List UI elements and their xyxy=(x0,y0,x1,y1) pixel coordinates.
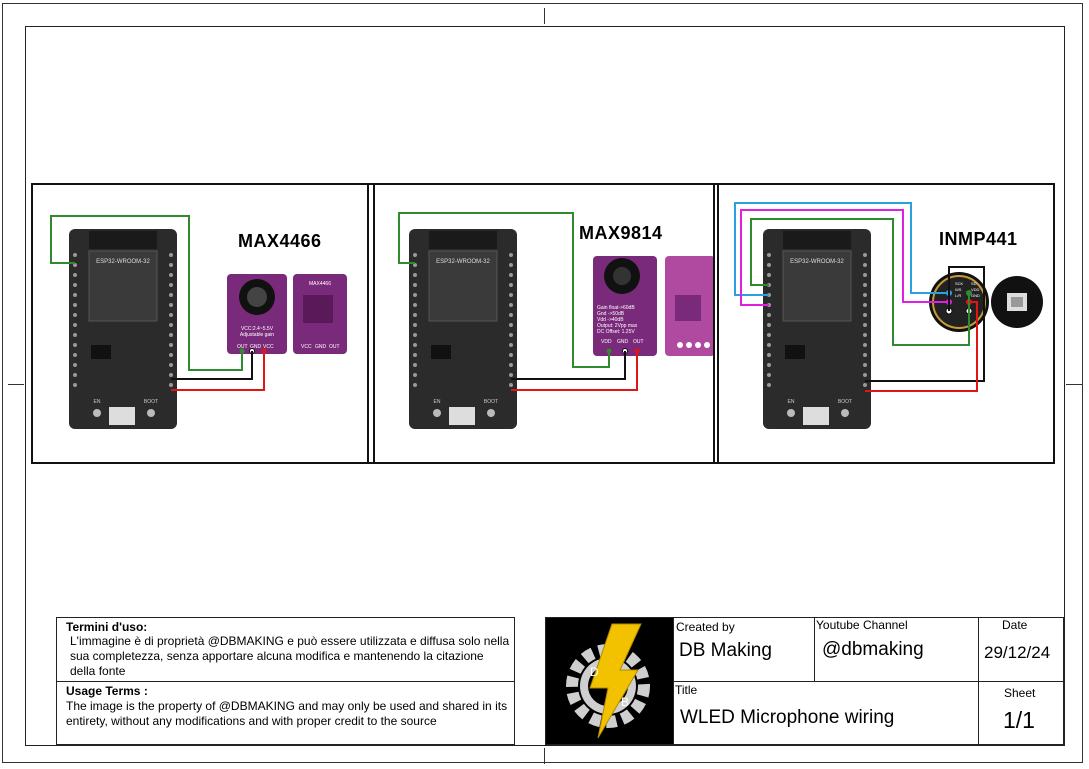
logo-letter-d: D xyxy=(590,665,599,679)
terms-separator xyxy=(56,681,515,682)
svg-text:L/R: L/R xyxy=(955,293,961,298)
svg-text:VDD: VDD xyxy=(601,339,612,345)
title-label: Title xyxy=(675,683,698,697)
svg-text:Adjustable gain: Adjustable gain xyxy=(240,332,274,338)
panel-max9814: MAX9814 ESP32-WROOM-32 EN BOOT xyxy=(375,185,713,462)
svg-text:BOOT: BOOT xyxy=(484,399,498,405)
center-tick-right xyxy=(1066,384,1082,385)
channel-label: Youtube Channel xyxy=(816,618,908,632)
panel-inmp441: INMP441 ESP32-WROOM-32 EN BOOT xyxy=(719,185,1055,462)
svg-text:EN: EN xyxy=(434,399,441,405)
svg-text:BOOT: BOOT xyxy=(838,399,852,405)
svg-text:OUT: OUT xyxy=(329,344,340,350)
svg-text:Gain float->60dB: Gain float->60dB xyxy=(597,305,635,311)
svg-text:Output: 2Vpp max: Output: 2Vpp max xyxy=(597,323,638,329)
max4466-module-back: MAX4466 VCC GND OUT xyxy=(293,274,347,354)
center-tick-left xyxy=(8,384,24,385)
wire-out xyxy=(398,212,610,368)
date-value: 29/12/24 xyxy=(984,643,1051,662)
board-chip-label: ESP32-WROOM-32 xyxy=(96,259,150,265)
esp32-board: ESP32-WROOM-32 EN BOOT xyxy=(409,229,517,429)
drawing-border-inner xyxy=(25,26,1065,746)
wiring-diagrams: MAX4466 ESP32-WROOM-32 EN BOOT xyxy=(31,183,1055,464)
created-by-label: Created by xyxy=(676,620,735,634)
terms-heading-en: Usage Terms : xyxy=(66,684,148,698)
sheet-value: 1/1 xyxy=(1003,707,1035,733)
wiring-illustration: ESP32-WROOM-32 EN BOOT SCK WS L/R SD xyxy=(734,202,1043,429)
module-title: INMP441 xyxy=(939,229,1018,249)
terms-text-en: The image is the property of @DBMAKING a… xyxy=(66,699,508,728)
svg-text:WS: WS xyxy=(955,287,962,292)
esp32-board: ESP32-WROOM-32 EN BOOT xyxy=(763,229,871,429)
wire-sd xyxy=(750,218,970,346)
center-tick-top xyxy=(544,8,545,24)
wire-gnd xyxy=(511,351,626,380)
wire-gnd xyxy=(865,266,985,382)
svg-text:Vdd ->40dB: Vdd ->40dB xyxy=(597,317,624,323)
logo: D B xyxy=(546,618,673,744)
title-value: WLED Microphone wiring xyxy=(680,707,895,728)
max4466-module: VCC:2.4~5.5V Adjustable gain OUT GND VCC xyxy=(227,274,287,354)
svg-text:Gnd ->50dB: Gnd ->50dB xyxy=(597,311,625,317)
board-chip-label: ESP32-WROOM-32 xyxy=(436,259,490,265)
panel-divider xyxy=(717,185,719,462)
esp32-board: ESP32-WROOM-32 EN BOOT xyxy=(69,229,177,429)
max9814-module: Gain float->60dB Gnd ->50dB Vdd ->40dB O… xyxy=(593,256,657,356)
svg-text:VCC: VCC xyxy=(301,344,312,350)
logo-letter-b: B xyxy=(621,695,629,709)
panel-divider xyxy=(713,185,715,462)
created-by-value: DB Making xyxy=(679,640,772,661)
tb-divider xyxy=(814,618,815,682)
center-tick-bottom xyxy=(544,748,545,764)
lightning-icon xyxy=(589,623,642,739)
svg-text:MAX4466: MAX4466 xyxy=(309,281,331,287)
wiring-illustration: ESP32-WROOM-32 EN BOOT VCC:2.4~5.5V Adju… xyxy=(50,215,347,429)
date-label: Date xyxy=(1002,618,1028,632)
drawing-border-outer xyxy=(2,3,1083,763)
wire-vdd xyxy=(511,351,638,391)
tb-divider xyxy=(673,681,1064,682)
svg-text:GND: GND xyxy=(250,344,262,350)
gear-lightning-logo: D B xyxy=(566,623,650,739)
svg-text:OUT: OUT xyxy=(237,344,248,350)
wire-out xyxy=(50,215,243,371)
panel-divider xyxy=(373,185,375,462)
svg-text:GND: GND xyxy=(617,339,629,345)
panel-divider xyxy=(367,185,369,462)
module-title: MAX4466 xyxy=(238,231,322,251)
svg-text:VCC:2.4~5.5V: VCC:2.4~5.5V xyxy=(241,326,274,332)
board-chip-label: ESP32-WROOM-32 xyxy=(790,259,844,265)
wire-ws xyxy=(740,209,949,306)
boot-button-label: BOOT xyxy=(144,399,158,405)
inmp441-module: SCK WS L/R SD VDD GND xyxy=(929,272,989,332)
wiring-illustration: ESP32-WROOM-32 EN BOOT Gain float->60dB … xyxy=(398,212,713,429)
en-button-label: EN xyxy=(94,399,101,405)
svg-text:SCK: SCK xyxy=(955,281,964,286)
wire-gnd xyxy=(171,351,253,380)
max9814-module-back xyxy=(665,256,713,356)
svg-text:GND: GND xyxy=(315,344,327,350)
svg-text:GND: GND xyxy=(971,293,980,298)
svg-text:DC Offset: 1.25V: DC Offset: 1.25V xyxy=(597,329,635,335)
panel-max4466: MAX4466 ESP32-WROOM-32 EN BOOT xyxy=(33,185,367,462)
inmp441-module-back xyxy=(991,276,1043,328)
svg-text:SD: SD xyxy=(971,281,977,286)
svg-text:OUT: OUT xyxy=(633,339,644,345)
wire-vcc xyxy=(171,351,265,391)
terms-heading-it: Termini d'uso: xyxy=(66,620,148,634)
svg-text:VDD: VDD xyxy=(971,287,980,292)
sheet-label: Sheet xyxy=(1004,686,1036,700)
module-title: MAX9814 xyxy=(579,223,663,243)
svg-text:VCC: VCC xyxy=(263,344,274,350)
wire-vdd xyxy=(865,301,978,392)
svg-text:EN: EN xyxy=(788,399,795,405)
channel-value: @dbmaking xyxy=(822,639,924,660)
terms-text-it: L'immagine è di proprietà @DBMAKING e pu… xyxy=(70,634,510,678)
